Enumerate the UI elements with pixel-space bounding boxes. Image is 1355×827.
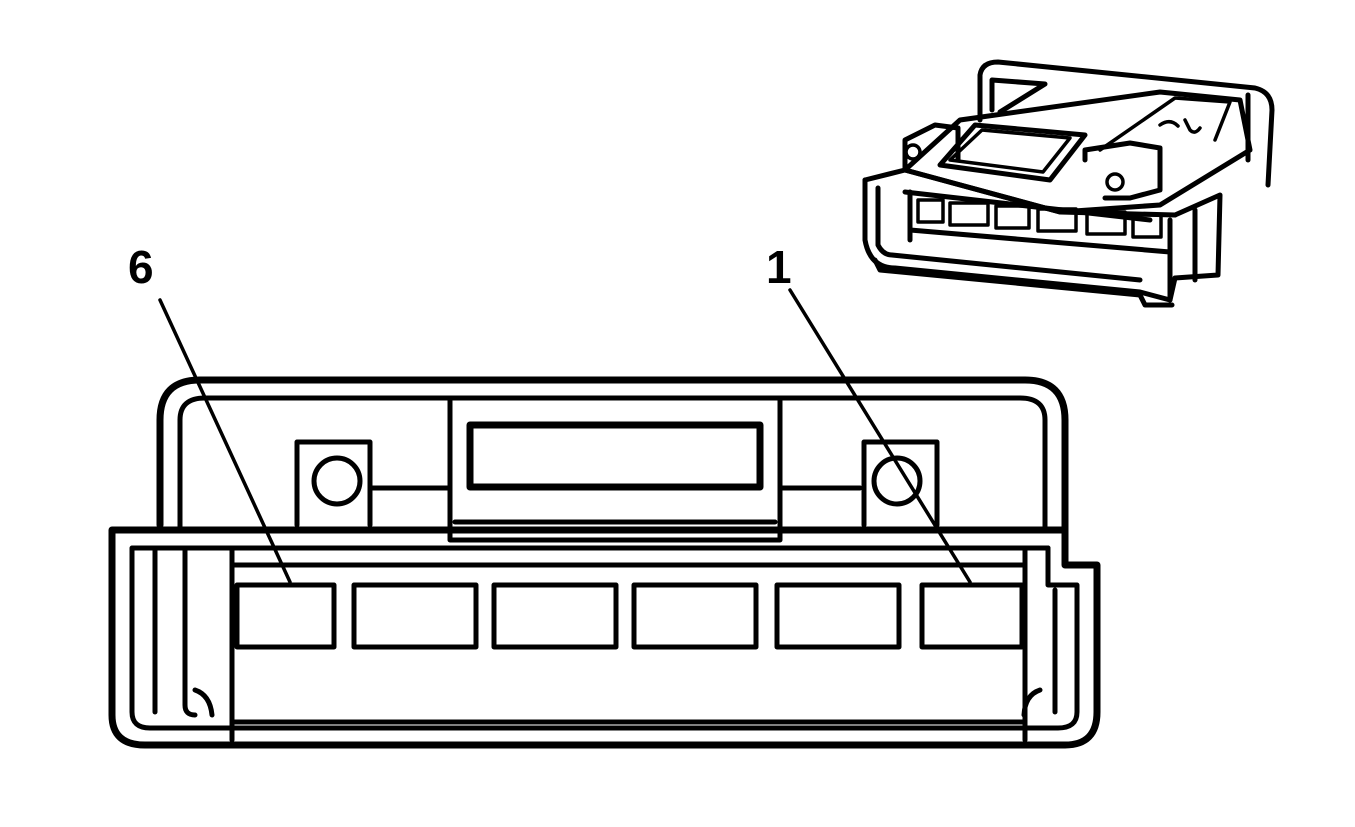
leader-line-6: [158, 298, 292, 584]
terminal-cavity-4: [491, 582, 619, 650]
housing-outer-bottom: [108, 526, 1101, 749]
terminal-cavity-5: [351, 582, 479, 650]
terminal-cavity-6: [234, 582, 337, 650]
isometric-terminal-cavities: [916, 198, 1163, 239]
housing-inner-top: [177, 395, 1048, 533]
leader-line-1: [788, 288, 972, 584]
terminal-cavity-3: [631, 582, 759, 650]
pin-label-1: 1: [766, 241, 792, 293]
connector-front-view: [108, 288, 1101, 749]
right-mount-ear: [861, 439, 940, 528]
housing-inner-bottom: [129, 545, 1080, 731]
terminal-cavities: [234, 582, 1025, 650]
latch-window: [367, 397, 863, 543]
terminal-cavity-2: [774, 582, 902, 650]
housing-outer-top: [156, 376, 1069, 534]
pin-label-6: 6: [128, 241, 154, 293]
terminal-cavity-1: [919, 582, 1025, 650]
left-mount-ear: [294, 439, 373, 528]
connector-isometric-view: [862, 59, 1275, 308]
